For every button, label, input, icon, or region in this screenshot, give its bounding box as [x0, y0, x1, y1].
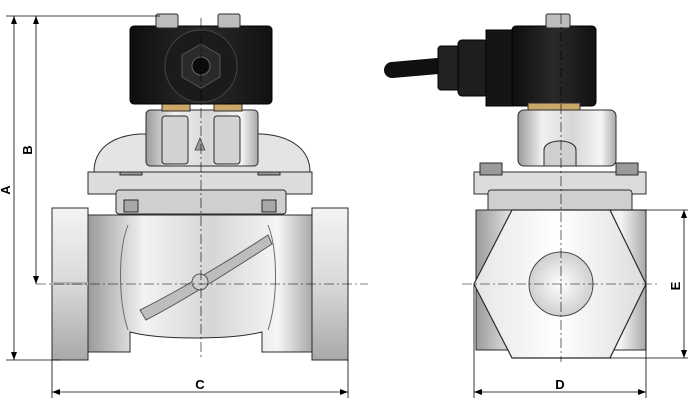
flange-bolt-lower-left — [123, 199, 139, 213]
front-view — [51, 13, 349, 361]
flange-bolt-lower-right — [261, 199, 277, 213]
dimension-label-c: C — [195, 377, 205, 392]
dimension-label-d: D — [555, 377, 564, 392]
body-inner-curve — [120, 224, 129, 331]
terminal-screw-side — [545, 13, 571, 29]
dimension-e: E — [610, 209, 688, 359]
port-bore-left — [52, 282, 88, 285]
dimension-a: A — [0, 15, 160, 361]
pilot-rib-left — [161, 115, 189, 165]
dimension-d: D — [473, 284, 647, 398]
dimension-label-e: E — [668, 281, 683, 290]
dimension-label-a: A — [0, 185, 13, 195]
terminal-screw-right — [217, 13, 241, 29]
pilot-bracket-side — [543, 140, 577, 167]
pilot-rib-right — [213, 115, 241, 165]
pilot-tip — [194, 136, 206, 151]
solenoid-coil-side — [511, 25, 597, 107]
cable-gland — [437, 45, 461, 91]
dimension-b: B — [20, 16, 39, 284]
cable — [384, 58, 446, 78]
flange-bolt-side-left — [479, 162, 503, 176]
body-inner-curve-right — [267, 224, 276, 331]
side-view — [384, 13, 647, 359]
cable-gland-nut — [457, 39, 489, 97]
terminal-screw-left — [155, 13, 179, 29]
dimension-label-b: B — [20, 145, 35, 154]
flange-bolt-side-right — [615, 162, 639, 176]
passage-boss — [191, 273, 209, 291]
bonnet-base-side — [487, 189, 633, 213]
dimension-c: C — [51, 360, 349, 398]
connector-housing — [485, 29, 515, 107]
